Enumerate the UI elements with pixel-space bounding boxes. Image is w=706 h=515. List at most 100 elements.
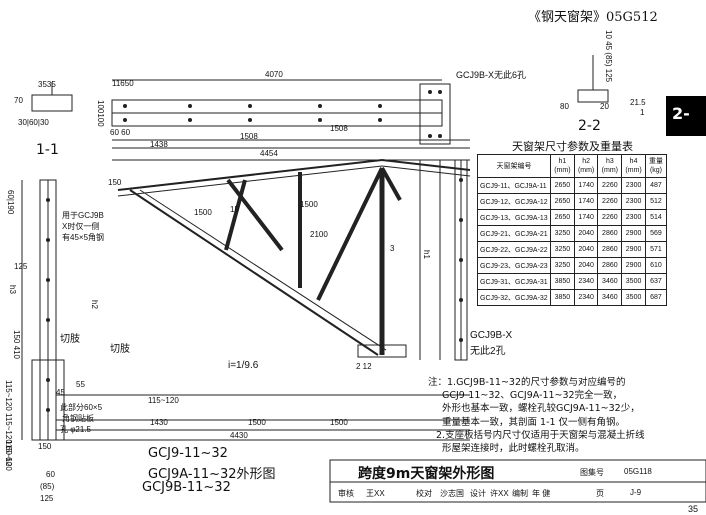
drawing-title: 跨度9m天窗架外形图	[358, 466, 495, 482]
table-cell: 2260	[597, 177, 623, 194]
dim-b-115120: 115~120	[148, 396, 179, 405]
model-label-1: GCJ9-11~32	[148, 446, 228, 461]
table-header-row: 天窗架编号 h1 (mm) h2 (mm) h3 (mm) h4 (mm) 重量…	[477, 154, 668, 178]
dim-b-1500b: 1500	[330, 418, 348, 427]
dim-d212: 2 12	[356, 362, 372, 371]
table-cell: 569	[644, 225, 668, 242]
table-cell: 2040	[573, 257, 599, 274]
dim-b-85: (85)	[40, 482, 55, 491]
table-cell: GCJ9-13、GCJ9A-13	[477, 209, 551, 226]
table-cell: GCJ9-32、GCJ9A-32	[477, 289, 551, 306]
note-angle-2: 角钢贴板	[62, 414, 94, 423]
col-header: h1 (mm)	[550, 154, 575, 178]
section-1-1: 1-1	[36, 142, 59, 158]
table-cell: 1740	[573, 177, 599, 194]
label-no-holes: GCJ9B-X无此6孔	[456, 70, 527, 80]
table-cell: 2300	[621, 193, 646, 210]
dim-3535: 3535	[38, 80, 56, 89]
parameter-table: 天窗架编号 h1 (mm) h2 (mm) h3 (mm) h4 (mm) 重量…	[477, 154, 668, 306]
dim-20: 20	[600, 102, 609, 111]
table-cell: 571	[644, 241, 668, 258]
table-cell: 3250	[550, 257, 575, 274]
dim-30603030: 30|60|30	[18, 118, 49, 127]
label-gcj9bx: GCJ9B-X	[470, 330, 513, 341]
tb-page-no: J-9	[630, 488, 642, 497]
table-cell: 2860	[597, 241, 623, 258]
dim-b-115: 115~120	[4, 440, 13, 471]
dim-b-55: 55	[76, 380, 85, 389]
dim-b-4430: 4430	[230, 431, 248, 440]
dim-1508a: 1508	[240, 132, 258, 141]
table-cell: 2900	[621, 257, 646, 274]
dim-d150: 150	[108, 178, 122, 187]
note-line: 外形也基本一致，螺栓孔较GCJ9A-11~32少，	[442, 403, 640, 415]
section-2-2: 2-2	[578, 118, 601, 134]
table-cell: 2300	[621, 209, 646, 226]
dim-1508b: 1508	[330, 124, 348, 133]
tb-review: 审核	[338, 489, 354, 498]
dim-d1500b: 1500	[300, 200, 318, 209]
table-cell: 2260	[597, 193, 623, 210]
table-cell: 2340	[573, 289, 599, 306]
col-header: h4 (mm)	[621, 154, 646, 178]
note-cut-1: 切肢	[60, 334, 80, 345]
tb-check-name: 沙志国	[440, 489, 464, 498]
tb-design: 设计	[470, 489, 486, 498]
dim-d15: 15	[230, 205, 239, 214]
model-label-2: GCJ9A-11~32外形图	[148, 467, 276, 482]
dim-h3: h3	[8, 285, 17, 294]
table-cell: 2300	[621, 177, 646, 194]
document-title: 《钢天窗架》05G512	[528, 10, 658, 25]
table-cell: 2900	[621, 241, 646, 258]
dim-10: 10	[604, 30, 613, 39]
table-cell: 2040	[573, 225, 599, 242]
table-cell: GCJ9-31、GCJ9A-31	[477, 273, 551, 290]
dim-col-vals: 115~120 115~120 60 60	[4, 380, 13, 467]
model-label-3: GCJ9B-11~32	[142, 480, 231, 495]
note-line: 2.支座板括号内尺寸仅适用于天窗架与混凝土折线	[436, 429, 645, 441]
table-cell: 3460	[597, 273, 623, 290]
slope-label: i=1/9.6	[228, 360, 259, 371]
page-tab	[666, 96, 706, 136]
note-hole: 孔 φ21.5	[60, 425, 91, 434]
dim-11650: 11650	[112, 79, 134, 88]
dim-1438: 1438	[150, 140, 168, 149]
table-cell: GCJ9-23、GCJ9A-23	[477, 257, 551, 274]
table-title: 天窗架尺寸参数及重量表	[512, 140, 633, 153]
note-line: GCJ9-11~32、GCJ9A-11~32完全一致，	[442, 390, 623, 402]
table-cell: 637	[644, 273, 668, 290]
table-cell: 2860	[597, 257, 623, 274]
dim-d1500: 1500	[194, 208, 212, 217]
tb-page-label: 页	[596, 489, 604, 498]
table-cell: 3250	[550, 241, 575, 258]
atlas-number: 05G118	[624, 467, 652, 476]
dim-45: 45	[604, 41, 613, 51]
table-cell: 514	[644, 209, 668, 226]
dim-h2: h2	[90, 300, 99, 309]
note-line: 形屋架连接时，此时螺栓孔取消。	[442, 443, 585, 455]
dim-b-1500a: 1500	[248, 418, 266, 427]
dim-4070: 4070	[265, 70, 283, 79]
dim-d3: 3	[390, 244, 395, 253]
table-cell: 1740	[573, 193, 599, 210]
dim-70: 70	[14, 96, 23, 105]
dim-150410: 150 410	[12, 330, 21, 359]
atlas-label: 图集号	[580, 468, 604, 477]
table-cell: 512	[644, 193, 668, 210]
table-cell: 2040	[573, 241, 599, 258]
table-cell: 2900	[621, 225, 646, 242]
dim-b-1430: 1430	[150, 418, 168, 427]
dim-h1: h1	[422, 250, 431, 259]
col-header: 重量 (kg)	[644, 154, 668, 178]
table-cell: 2650	[550, 193, 575, 210]
note-gcj9b-3: 有45×5角钢	[62, 233, 105, 242]
table-cell: 687	[644, 289, 668, 306]
table-cell: 2650	[550, 177, 575, 194]
table-cell: GCJ9-22、GCJ9A-22	[477, 241, 551, 258]
table-cell: 3500	[621, 289, 646, 306]
note-line: 注：1.GCJ9B-11~32的尺寸参数与对应编号的	[428, 377, 626, 388]
